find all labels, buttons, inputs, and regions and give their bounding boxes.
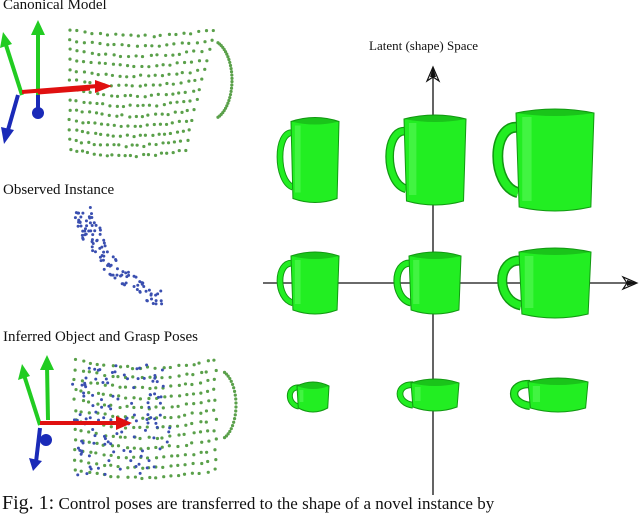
latent-space-label: Latent (shape) Space [369, 38, 479, 53]
latent-y-arrow-icon [425, 65, 441, 83]
mug-icon [276, 117, 340, 203]
mug-icon [497, 247, 592, 319]
latent-space-figure [263, 65, 639, 495]
mug-icon [510, 377, 589, 413]
mug-icon [276, 251, 340, 315]
latent-x-arrow-icon [621, 275, 639, 291]
observed-instance-label: Observed Instance [3, 182, 115, 198]
mug-icon [385, 114, 467, 206]
left-panel-figure [0, 20, 238, 481]
figure-caption: Fig. 1: Control poses are transferred to… [2, 492, 640, 515]
mug-icon [393, 251, 462, 315]
inferred-triad-axes-icon [18, 355, 132, 471]
canonical-point-cloud [67, 28, 234, 159]
inferred-poses-label: Inferred Object and Grasp Poses [3, 329, 198, 345]
caption-prefix: Fig. 1: [2, 492, 55, 514]
mug-icon [286, 381, 330, 413]
mug-icon [492, 108, 595, 212]
caption-text: Control poses are transferred to the sha… [58, 494, 495, 513]
mug-icon [396, 378, 460, 412]
inferred-point-cloud [71, 357, 238, 481]
canonical-triad-axes-icon [0, 20, 112, 144]
canonical-model-label: Canonical Model [3, 0, 107, 13]
observed-point-cloud [73, 206, 164, 306]
